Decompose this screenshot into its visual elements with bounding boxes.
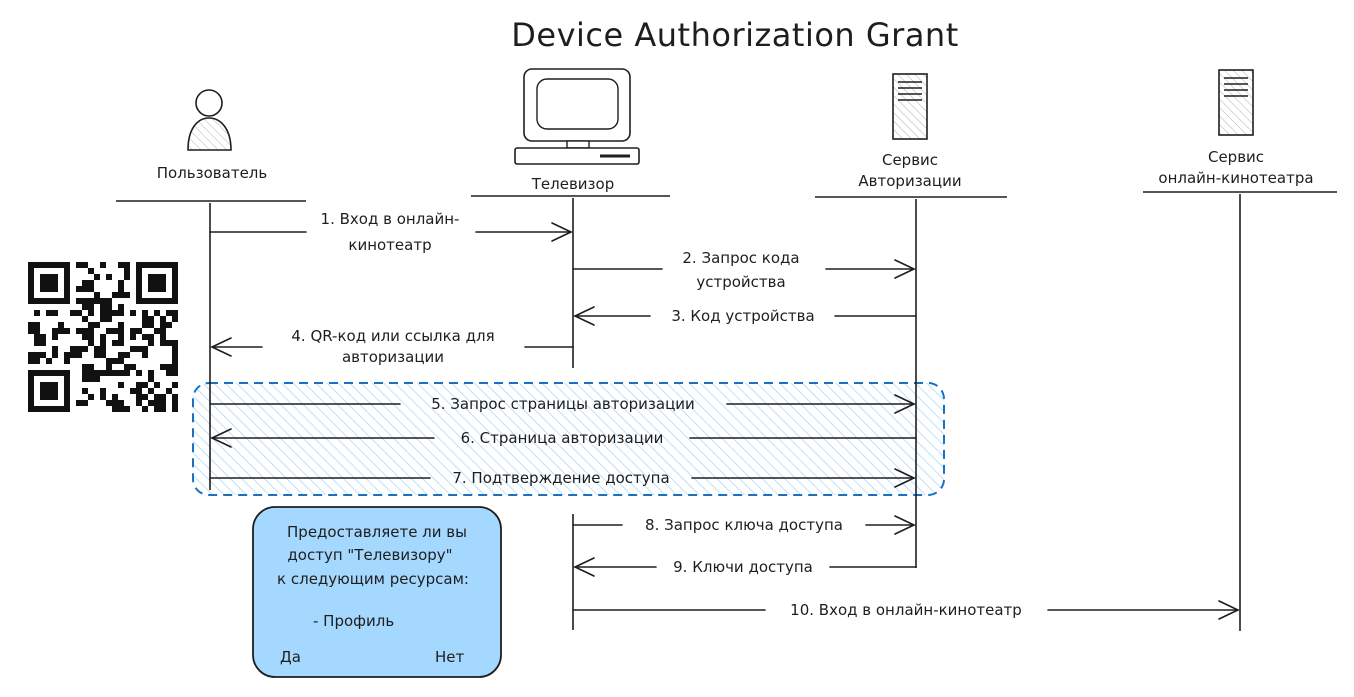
consent-text-line: к следующим ресурсам: [277, 570, 469, 588]
consent-no-button[interactable]: Нет [435, 648, 465, 666]
actor-auth-label-2: Авторизации [858, 172, 961, 190]
message-arrow [209, 222, 573, 242]
qr-code-icon [24, 258, 182, 416]
message-label: 2. Запрос кода [682, 249, 799, 267]
message-arrow [573, 557, 917, 577]
actor-cinema-label: Сервис [1208, 148, 1264, 166]
message-arrow [210, 337, 574, 357]
message-label: 9. Ключи доступа [673, 558, 813, 576]
message-arrow [573, 306, 917, 326]
server-icon [892, 73, 928, 140]
message-label: 10. Вход в онлайн-кинотеатр [790, 601, 1022, 619]
actor-auth-label: Сервис [882, 151, 938, 169]
consent-yes-button[interactable]: Да [280, 648, 301, 666]
consent-dialog: Предоставляете ли вы доступ "Телевизору"… [252, 506, 502, 678]
message-arrow [209, 468, 916, 488]
message-label: 8. Запрос ключа доступа [645, 516, 843, 534]
message-label: устройства [696, 273, 785, 291]
actor-tv-label: Телевизор [531, 175, 614, 193]
message-label: 6. Страница авторизации [461, 429, 664, 447]
message-label: кинотеатр [348, 236, 431, 254]
actor-user-label: Пользователь [157, 164, 267, 182]
message-label: 4. QR-код или ссылка для [291, 327, 494, 345]
highlight-region [192, 382, 945, 496]
server-icon [1218, 69, 1254, 136]
consent-text-line: Предоставляете ли вы [287, 523, 467, 541]
message-arrow [572, 515, 916, 535]
diagram-title: Device Authorization Grant [511, 16, 959, 54]
message-arrow [210, 428, 917, 448]
consent-text-line: доступ "Телевизору" [287, 546, 452, 564]
actor-cinema-label-2: онлайн-кинотеатра [1158, 169, 1313, 187]
tv-icon [514, 68, 640, 165]
message-label: 3. Код устройства [671, 307, 814, 325]
user-icon [187, 89, 232, 151]
message-arrow [572, 600, 1240, 620]
message-arrow [572, 259, 916, 279]
message-label: авторизации [342, 348, 444, 366]
message-label: 5. Запрос страницы авторизации [431, 395, 695, 413]
message-label: 7. Подтверждение доступа [452, 469, 669, 487]
message-arrow [209, 394, 916, 414]
consent-resource-item: - Профиль [313, 612, 394, 630]
message-label: 1. Вход в онлайн- [321, 210, 460, 228]
